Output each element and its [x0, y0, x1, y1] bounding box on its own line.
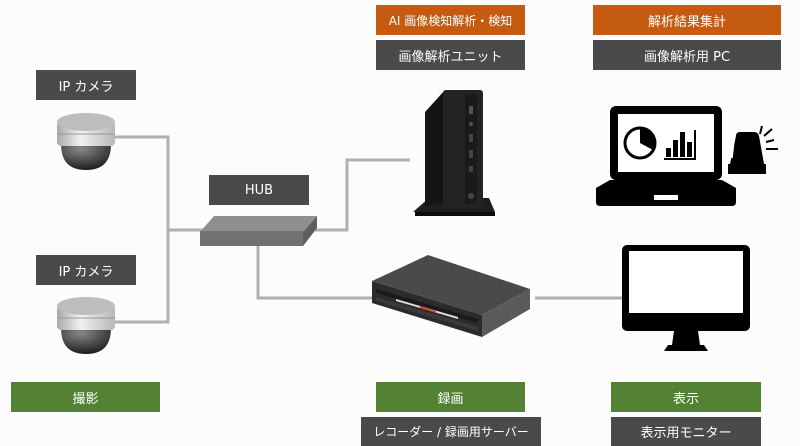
network-hub-icon	[200, 216, 317, 246]
capture-function-label: 撮影	[11, 382, 160, 412]
camera1-label: IP カメラ	[36, 70, 136, 100]
ip-camera-icon	[57, 113, 115, 170]
camera1-to-hub-line	[115, 135, 170, 324]
alarm-beacon-icon	[728, 126, 778, 174]
video-recorder-icon	[372, 255, 530, 337]
recording-function-label: 録画	[376, 382, 525, 412]
aggregation-device-label: 画像解析用 PC	[593, 40, 781, 70]
display-function-label: 表示	[611, 382, 761, 412]
hub-to-analysis-unit-line	[315, 158, 410, 232]
camera2-label: IP カメラ	[36, 255, 136, 285]
ip-camera-icon	[57, 297, 115, 354]
analysis-device-label: 画像解析ユニット	[376, 40, 525, 70]
display-device-label: 表示用モニター	[611, 417, 761, 446]
hub-to-recorder-line	[256, 245, 375, 300]
display-monitor-icon	[622, 245, 750, 351]
recording-device-label: レコーダー / 録画用サーバー	[361, 417, 541, 446]
mini-pc-tower-icon	[413, 90, 495, 216]
pie-chart-icon	[623, 126, 657, 160]
analysis-function-label: AI 画像検知解析・検知	[376, 5, 525, 35]
aggregation-function-label: 解析結果集計	[593, 5, 781, 35]
laptop-analytics-icon	[596, 106, 736, 206]
bar-chart-icon	[664, 130, 696, 160]
hub-label: HUB	[209, 175, 309, 205]
